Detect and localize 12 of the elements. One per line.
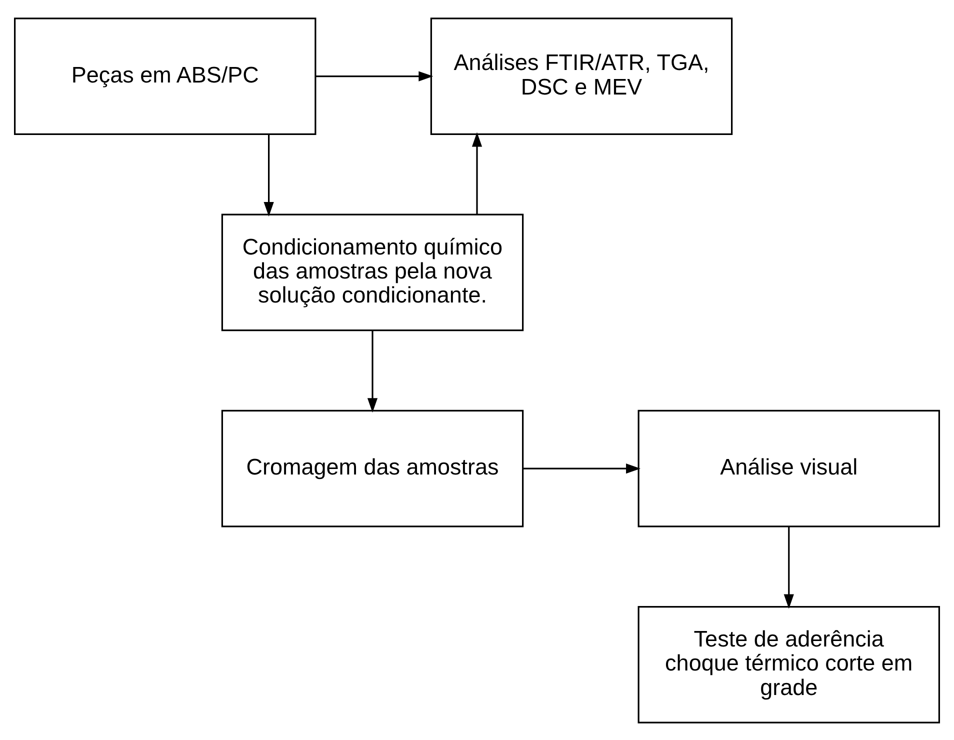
arrow	[522, 463, 641, 474]
node-box: Condicionamento químico das amostras pela nova solução condicionante.	[221, 213, 524, 331]
arrow	[472, 132, 482, 214]
arrow	[367, 330, 378, 412]
node-box: Análise visual	[638, 409, 940, 527]
arrow	[264, 134, 274, 216]
node-box: Cromagem das amostras	[221, 409, 524, 527]
arrow	[784, 526, 794, 608]
node-box: Teste de aderência choque térmico corte em grade	[638, 606, 940, 723]
node-box: Análises FTIR/ATR, TGA, DSC e MEV	[430, 17, 733, 134]
node-box: Peças em ABS/PC	[14, 17, 316, 134]
arrow	[315, 70, 434, 81]
